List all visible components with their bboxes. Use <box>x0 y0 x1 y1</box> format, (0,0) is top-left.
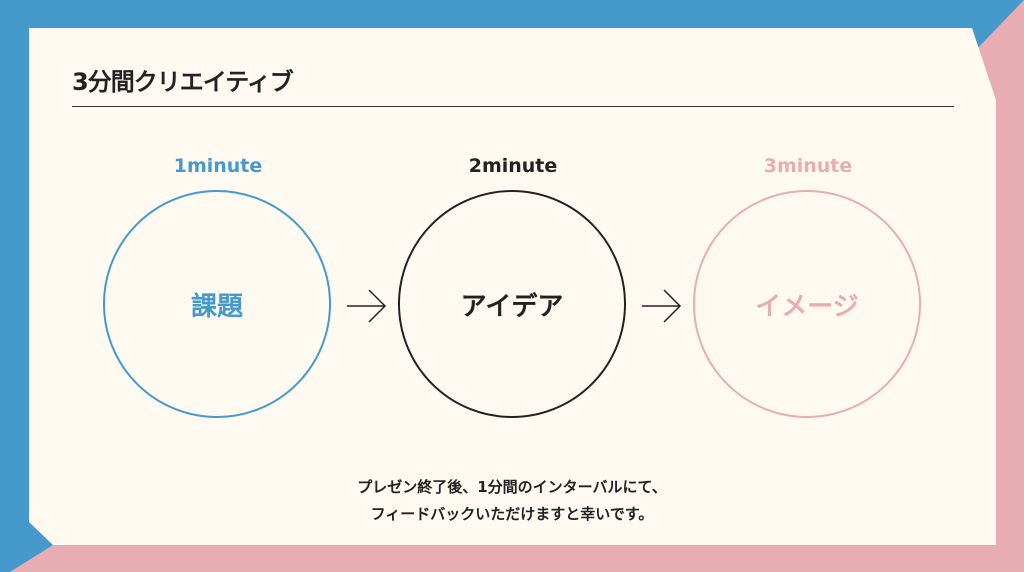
arrow-right-icon <box>347 289 387 323</box>
note-line-2: フィードバックいただけますと幸いです。 <box>370 505 654 523</box>
slide-title: 3分間クリエイティブ <box>72 68 294 96</box>
step-1-label: 課題 <box>190 291 243 322</box>
footer-note: プレゼン終了後、1分間のインターバルにて、 フィードバックいただけますと幸いです… <box>0 474 1024 528</box>
step-3-time: 3minute <box>763 155 853 177</box>
step-1-time: 1minute <box>173 155 263 177</box>
step-1-circle: 課題 <box>103 190 331 418</box>
title-divider <box>72 106 954 107</box>
step-3-circle: イメージ <box>693 190 921 418</box>
step-3-label: イメージ <box>755 291 859 322</box>
step-2-circle: アイデア <box>398 190 626 418</box>
note-line-1: プレゼン終了後、1分間のインターバルにて、 <box>357 478 667 496</box>
step-2-label: アイデア <box>460 291 564 322</box>
step-2-time: 2minute <box>468 155 558 177</box>
arrow-right-icon <box>642 289 682 323</box>
